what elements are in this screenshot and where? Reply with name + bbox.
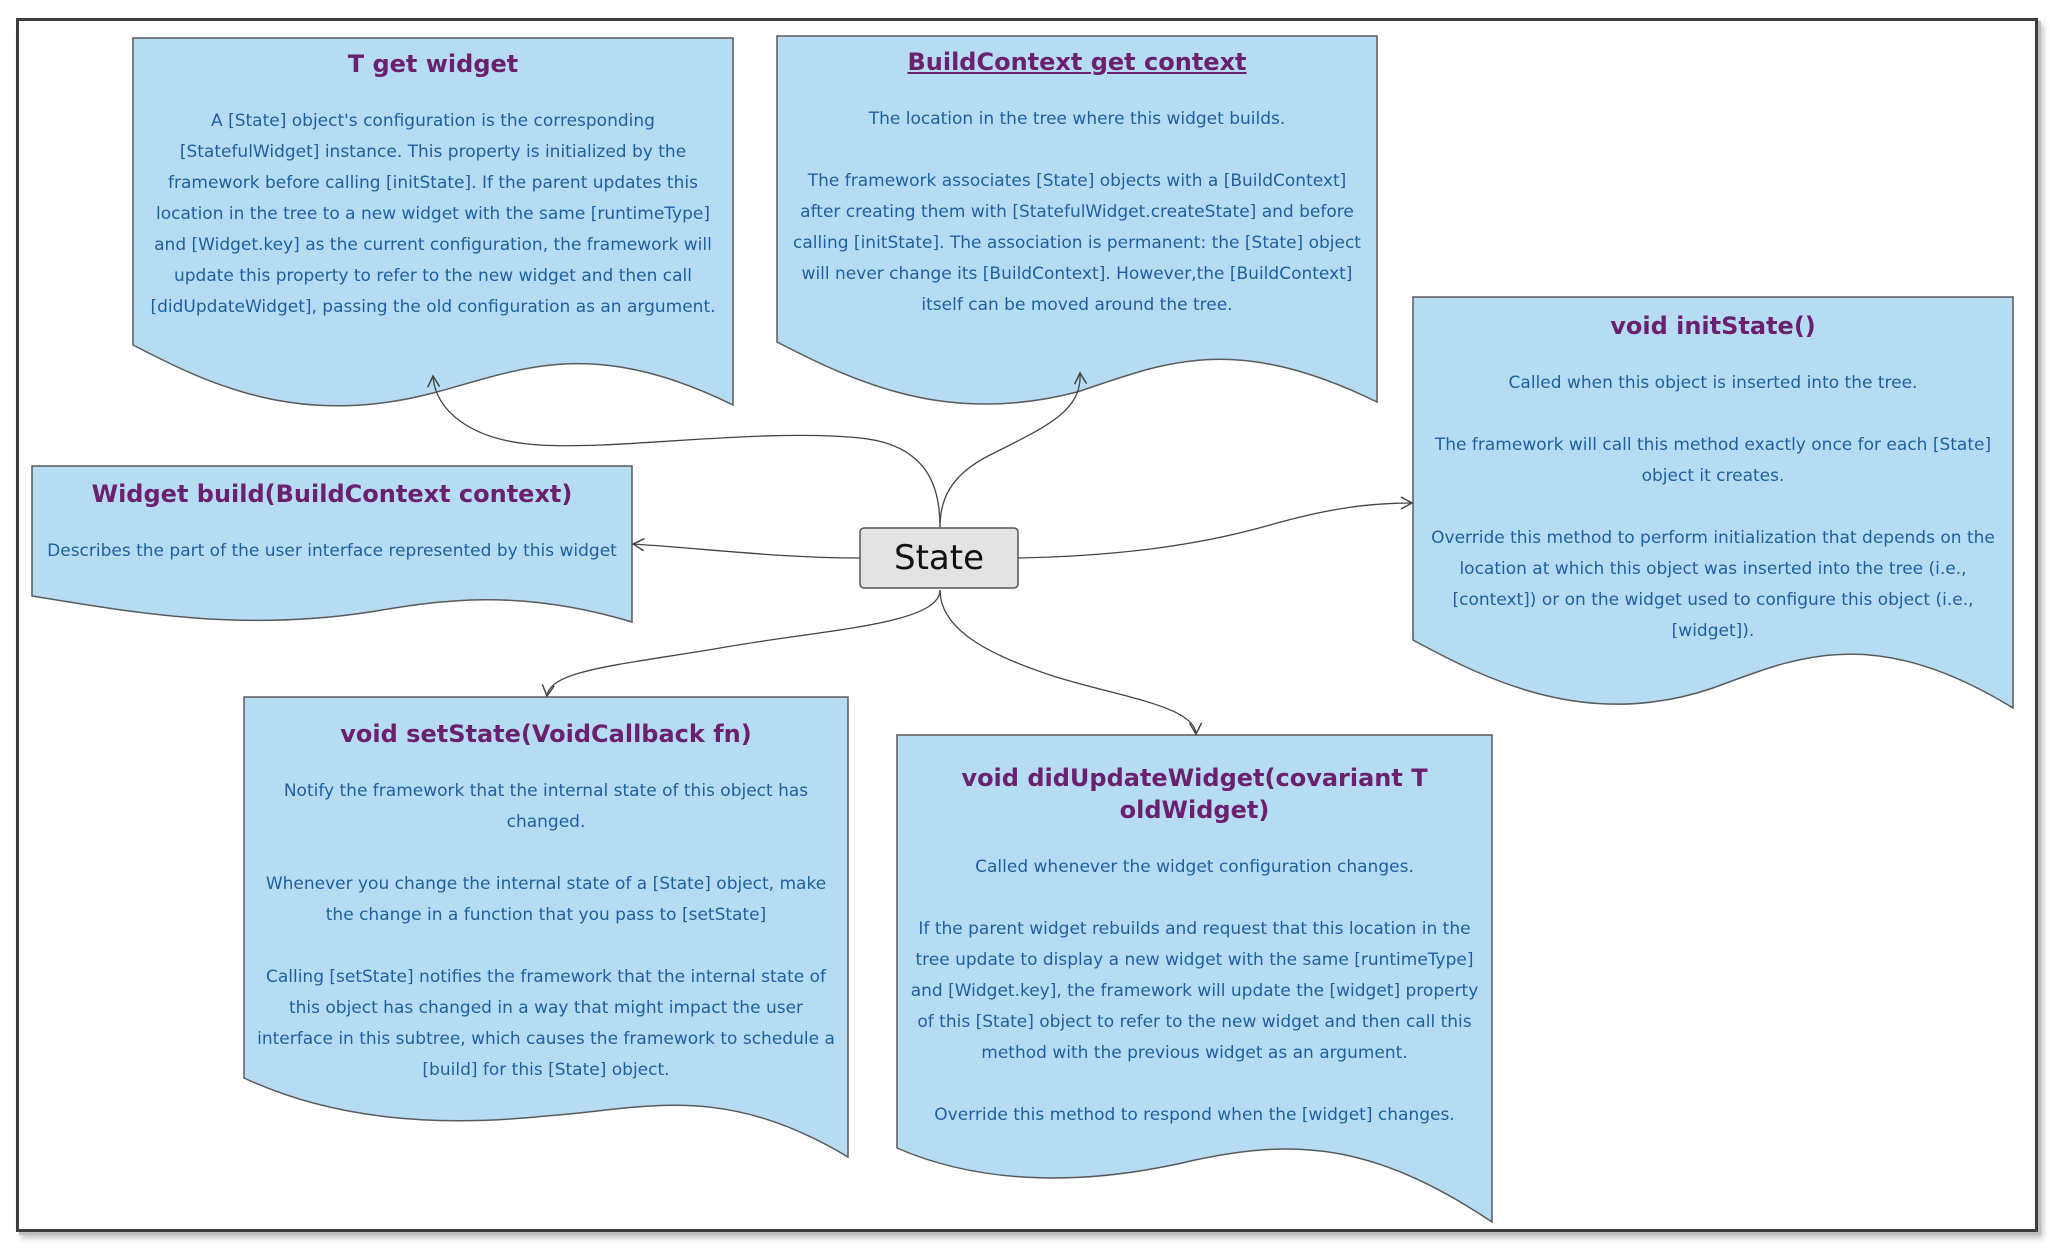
note-title: T get widget xyxy=(347,50,519,78)
connector-to-set-state xyxy=(541,589,941,698)
note-paragraph: The framework associates [State] objects… xyxy=(793,171,1361,315)
note-title: void didUpdateWidget(covariant T oldWidg… xyxy=(961,764,1428,824)
note-title: Widget build(BuildContext context) xyxy=(91,480,573,508)
connector-to-init-state xyxy=(1017,496,1414,559)
note-get-widget: T get widget A [State] object's configur… xyxy=(143,48,723,323)
note-shape-init-state xyxy=(1412,296,2014,710)
connector-to-build xyxy=(631,538,861,559)
center-node-label: State xyxy=(894,538,984,578)
note-shape-did-update-widget xyxy=(896,734,1493,1224)
note-paragraph: A [State] object's configuration is the … xyxy=(150,111,716,317)
note-paragraph: If the parent widget rebuilds and reques… xyxy=(910,919,1479,1063)
note-title: void initState() xyxy=(1610,312,1816,340)
note-paragraph: The location in the tree where this widg… xyxy=(868,109,1286,129)
note-shape-get-widget xyxy=(132,37,734,407)
note-shape-set-state xyxy=(243,696,849,1159)
connector-to-get-context xyxy=(939,371,1088,528)
note-get-context: BuildContext get context The location in… xyxy=(787,46,1367,321)
note-title: void setState(VoidCallback fn) xyxy=(340,720,752,748)
note-paragraph: Whenever you change the internal state o… xyxy=(265,874,827,925)
connector-to-did-update-widget xyxy=(939,589,1203,736)
note-set-state: void setState(VoidCallback fn) Notify th… xyxy=(254,718,838,1086)
connector-to-get-widget xyxy=(426,374,941,528)
center-node-box xyxy=(859,527,1019,589)
note-init-state: void initState() Called when this object… xyxy=(1425,310,2001,647)
note-shape-build xyxy=(31,465,633,624)
note-paragraph: Calling [setState] notifies the framewor… xyxy=(257,967,835,1080)
note-did-update-widget: void didUpdateWidget(covariant T oldWidg… xyxy=(907,762,1482,1131)
note-paragraph: Override this method to perform initiali… xyxy=(1431,528,1995,641)
note-paragraph: Notify the framework that the internal s… xyxy=(283,781,809,832)
note-paragraph: The framework will call this method exac… xyxy=(1434,435,1992,486)
note-paragraph: Override this method to respond when the… xyxy=(934,1105,1455,1125)
note-paragraph: Called whenever the widget configuration… xyxy=(975,857,1414,877)
note-build: Widget build(BuildContext context) Descr… xyxy=(42,478,622,567)
note-title: BuildContext get context xyxy=(907,48,1247,76)
note-paragraph: Called when this object is inserted into… xyxy=(1508,373,1918,393)
note-paragraph: Describes the part of the user interface… xyxy=(47,541,617,561)
